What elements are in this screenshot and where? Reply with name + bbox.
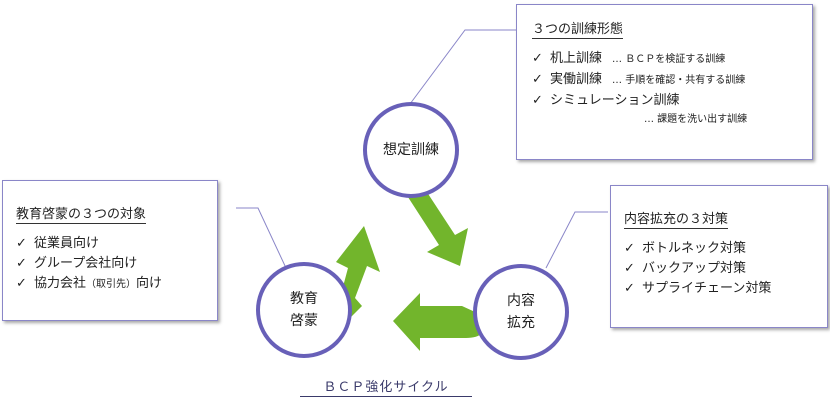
training-panel: ３つの訓練形態 ✓ 机上訓練 … ＢＣＰを検証する訓練 ✓ 実働訓練 … 手順を確認・共… <box>516 4 813 160</box>
education-item-label: 協力会社 <box>34 276 87 291</box>
content-item-label: ボトルネック対策 <box>642 241 747 256</box>
education-panel: 教育啓蒙の３つの対象 ✓ 従業員向け ✓ グループ会社向け ✓ 協力会社（取引先）向け <box>2 180 218 321</box>
check-icon: ✓ <box>624 261 635 276</box>
node-circle-right <box>473 264 569 360</box>
check-icon: ✓ <box>624 241 635 256</box>
training-item-note: … 手順を確認・共有する訓練 <box>612 75 746 86</box>
content-item-3: ✓ サプライチェーン対策 <box>624 279 827 299</box>
node-circle-top <box>363 102 459 198</box>
training-item-2: ✓ 実働訓練 … 手順を確認・共有する訓練 <box>532 70 812 91</box>
education-item-label: グループ会社向け <box>34 256 138 271</box>
node-top-line1: 想定訓練 <box>383 142 439 158</box>
node-right-line1: 内容 <box>507 293 535 309</box>
connector-line-training <box>409 29 516 105</box>
check-icon: ✓ <box>532 72 543 87</box>
education-item-label: 従業員向け <box>34 236 100 251</box>
check-icon: ✓ <box>16 236 27 251</box>
cycle-caption: ＢＣＰ強化サイクル <box>300 376 472 397</box>
node-right-line2: 拡充 <box>507 315 535 331</box>
training-item-3: ✓ シミュレーション訓練 <box>532 91 812 111</box>
content-item-label: サプライチェーン対策 <box>642 281 772 296</box>
training-item-label: シミュレーション訓練 <box>550 93 680 108</box>
content-panel: 内容拡充の３対策 ✓ ボトルネック対策 ✓ バックアップ対策 ✓ サプライチェーン対策 <box>610 185 828 328</box>
education-item-small: （取引先） <box>86 279 137 290</box>
education-panel-title: 教育啓蒙の３つの対象 <box>16 203 147 224</box>
training-item-label: 机上訓練 <box>550 51 603 66</box>
training-item-label: 実働訓練 <box>550 72 603 87</box>
education-item-3: ✓ 協力会社（取引先）向け <box>16 274 217 295</box>
content-item-2: ✓ バックアップ対策 <box>624 259 827 279</box>
training-item-note: … 課題を洗い出す訓練 <box>644 114 748 125</box>
connector-line-education <box>236 207 287 269</box>
training-item-1: ✓ 机上訓練 … ＢＣＰを検証する訓練 <box>532 49 812 70</box>
node-label-right: 内容 拡充 <box>476 290 566 334</box>
check-icon: ✓ <box>532 93 543 108</box>
connector-line-content <box>545 211 608 269</box>
content-item-1: ✓ ボトルネック対策 <box>624 239 827 259</box>
education-item-1: ✓ 従業員向け <box>16 234 217 254</box>
training-panel-title: ３つの訓練形態 <box>532 18 624 39</box>
check-icon: ✓ <box>16 276 27 291</box>
education-item-suffix: 向け <box>136 276 163 291</box>
node-label-top: 想定訓練 <box>366 139 456 161</box>
training-item-note: … ＢＣＰを検証する訓練 <box>612 54 726 65</box>
node-left-line2: 啓蒙 <box>290 313 318 329</box>
node-label-left: 教育 啓蒙 <box>259 288 349 332</box>
check-icon: ✓ <box>16 256 27 271</box>
node-circle-left <box>256 262 352 358</box>
content-item-label: バックアップ対策 <box>642 261 747 276</box>
node-left-line1: 教育 <box>290 291 318 307</box>
arrow-right-to-left <box>393 293 487 351</box>
check-icon: ✓ <box>532 51 543 66</box>
content-panel-title: 内容拡充の３対策 <box>624 208 729 229</box>
cycle-arrows <box>336 173 487 351</box>
check-icon: ✓ <box>624 281 635 296</box>
education-item-2: ✓ グループ会社向け <box>16 254 217 274</box>
